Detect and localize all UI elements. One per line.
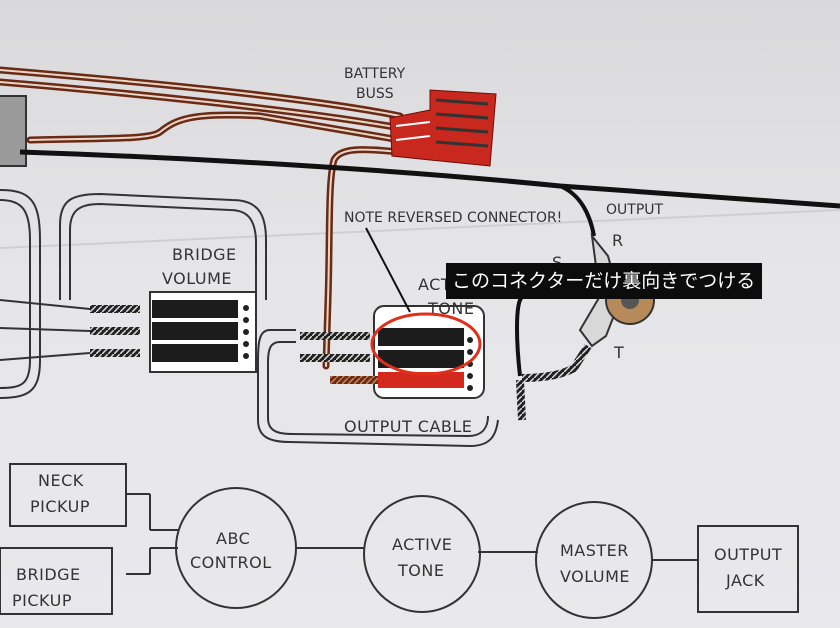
master-volume-circle <box>535 501 653 619</box>
neck-pickup-label-2: PICKUP <box>30 497 90 516</box>
bridge-volume-cable <box>69 202 257 300</box>
bridge-pickup-label-2: PICKUP <box>12 591 72 610</box>
note-label: NOTE REVERSED CONNECTOR! <box>344 210 562 226</box>
bridge-volume-label-1: BRIDGE <box>172 245 237 264</box>
signal-chain <box>0 463 799 619</box>
bridge-pickup-label-1: BRIDGE <box>16 565 81 584</box>
active-tone-label-2: TONE <box>427 299 474 318</box>
jack-ring-label: R <box>612 231 624 250</box>
battery-buss-label-2: BUSS <box>356 86 394 102</box>
master-volume-label-2: VOLUME <box>560 567 630 586</box>
bridge-pickup-box <box>0 547 113 615</box>
jack-tip-label: T <box>613 343 624 362</box>
battery-box <box>0 95 27 167</box>
output-cable-label: OUTPUT CABLE <box>344 417 472 436</box>
ground-wire <box>19 149 840 209</box>
output-jack-box <box>697 525 799 613</box>
japanese-caption: このコネクターだけ裏向きでつける <box>446 263 762 299</box>
battery-buss-label-1: BATTERY <box>344 66 406 82</box>
signal-chain-labels: NECK PICKUP BRIDGE PICKUP ABC CONTROL AC… <box>12 471 782 610</box>
jack-sleeve-label: S <box>552 253 563 272</box>
bridge-volume-label-2: VOLUME <box>162 269 232 288</box>
bridge-volume-pot <box>0 291 257 373</box>
output-jack-label-2: JACK <box>725 571 765 590</box>
reversed-connector-highlight <box>370 312 482 376</box>
neck-pickup-label-1: NECK <box>38 471 84 490</box>
note-pointer <box>365 227 411 313</box>
abc-control-label-1: ABC <box>216 529 250 548</box>
active-tone-pot <box>300 305 485 399</box>
abc-control-label-2: CONTROL <box>190 553 272 572</box>
paper-fold <box>0 209 840 249</box>
battery-wires <box>0 66 404 370</box>
left-cable-loop <box>0 189 41 399</box>
output-jack-label-1: OUTPUT <box>714 545 782 564</box>
neck-pickup-box <box>9 463 127 527</box>
battery-buss-connector <box>389 89 497 167</box>
master-volume-label-1: MASTER <box>560 541 629 560</box>
active-tone-circle <box>363 495 481 613</box>
active-tone-chain-label-1: ACTIVE <box>392 535 452 554</box>
output-cable-outline <box>257 329 499 448</box>
active-tone-label-1: ACT <box>418 275 451 294</box>
abc-control-circle <box>175 487 297 609</box>
active-tone-chain-label-2: TONE <box>397 561 444 580</box>
output-label: OUTPUT <box>606 202 664 218</box>
